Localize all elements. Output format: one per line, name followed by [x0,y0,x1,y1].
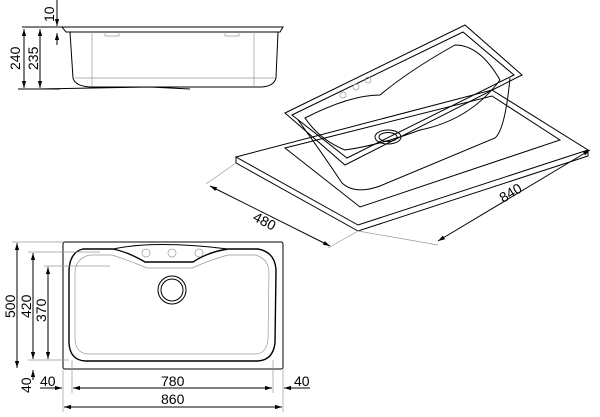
dim-240: 240 [7,46,23,70]
dim-420: 420 [18,294,34,318]
top-view: 500 420 370 40 40 780 40 860 [2,241,310,412]
dim-10: 10 [41,6,57,22]
side-view: 240 235 10 [7,0,284,90]
dim-780: 780 [161,373,185,389]
dim-840: 840 [496,180,524,206]
dim-235: 235 [25,46,41,70]
dim-370: 370 [33,298,49,322]
dim-40-bottom: 40 [18,377,34,393]
dim-40-left: 40 [40,373,56,389]
dim-860: 860 [161,391,185,407]
dim-480: 480 [251,209,279,234]
dim-500: 500 [2,294,18,318]
isometric-view: 480 840 [205,24,591,249]
dim-40-right: 40 [294,373,310,389]
